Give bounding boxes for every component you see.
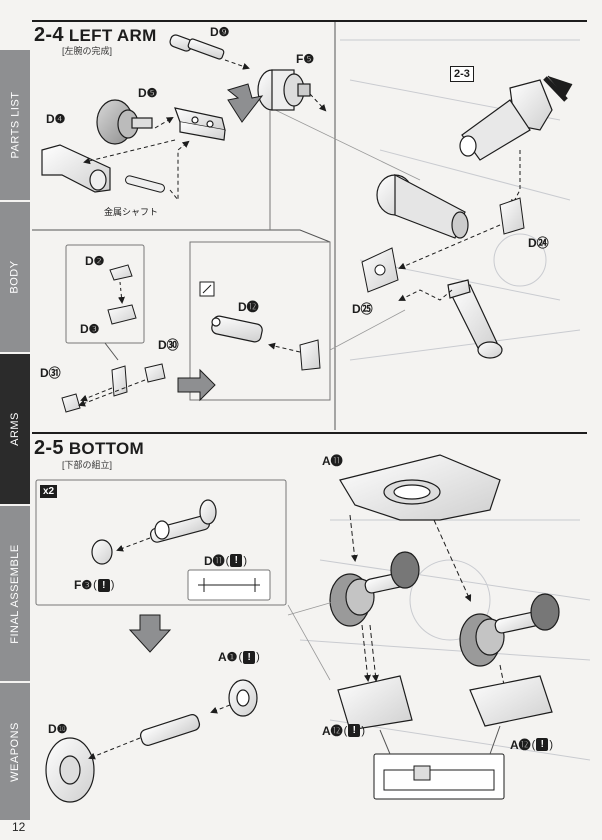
tab-weapons[interactable]: WEAPONS xyxy=(0,683,30,822)
warning-icon: ! xyxy=(243,650,256,664)
tab-final-assemble[interactable]: FINAL ASSEMBLE xyxy=(0,506,30,683)
part-label-d5: D❺ xyxy=(138,86,158,100)
part-label-d31: D㉛ xyxy=(40,366,61,380)
tab-arms[interactable]: ARMS xyxy=(0,354,30,506)
part-code: A❶ xyxy=(218,650,238,664)
section-subtitle: [左腕の完成] xyxy=(62,46,113,56)
part-code: D⓫ xyxy=(204,554,225,568)
warning-icon: ! xyxy=(348,724,361,737)
part-label-d30: D㉚ xyxy=(158,338,179,352)
ghost-lines xyxy=(299,39,591,761)
part-label-d2: D❷ xyxy=(85,254,105,268)
part-code: F❸ xyxy=(74,578,93,592)
part-label-d3: D❸ xyxy=(80,322,100,336)
part-label-d4: D❹ xyxy=(46,112,66,126)
part-label-a12-left: A⓬ (!) xyxy=(322,724,366,738)
part-label-d11: D⓫ (!) xyxy=(204,554,248,568)
part-label-f5: F❺ xyxy=(296,52,315,66)
section-heading: LEFT ARM xyxy=(68,26,157,45)
part-label-a11: A⓫ xyxy=(322,454,343,468)
part-label-a12-right: A⓬ (!) xyxy=(510,738,554,752)
part-code: A⓬ xyxy=(322,724,343,738)
section-subtitle: [下部の組立] xyxy=(62,460,113,470)
part-label-d12: D⓬ xyxy=(238,300,259,314)
part-label-d24: D㉔ xyxy=(528,236,549,250)
warning-icon: ! xyxy=(230,554,243,567)
section-number: 2-4 xyxy=(34,24,64,46)
warning-icon: ! xyxy=(97,578,110,592)
warning-icon: ! xyxy=(536,738,549,751)
section-sidebar: PARTS LIST BODY ARMS FINAL ASSEMBLE WEAP… xyxy=(0,50,30,822)
tab-body[interactable]: BODY xyxy=(0,202,30,354)
part-label-f3: F❸ (!) xyxy=(74,578,115,592)
tab-parts-list[interactable]: PARTS LIST xyxy=(0,50,30,202)
part-label-d10: D❿ xyxy=(48,722,68,736)
section-title-bottom: 2-5 BOTTOM xyxy=(34,437,144,460)
step-reference-box: 2-3 xyxy=(450,66,474,82)
quantity-badge: x2 xyxy=(40,485,58,498)
page-number: 12 xyxy=(12,820,26,834)
part-label-a1: A❶ (!) xyxy=(218,650,260,664)
part-label-d25: D㉕ xyxy=(352,302,373,316)
metal-shaft-label: 金属シャフト xyxy=(104,207,159,217)
section-number: 2-5 xyxy=(34,437,64,459)
part-label-d9: D❾ xyxy=(210,25,230,39)
section-title-left-arm: 2-4 LEFT ARM xyxy=(34,24,157,47)
part-code: A⓬ xyxy=(510,738,531,752)
section-heading: BOTTOM xyxy=(68,439,144,458)
